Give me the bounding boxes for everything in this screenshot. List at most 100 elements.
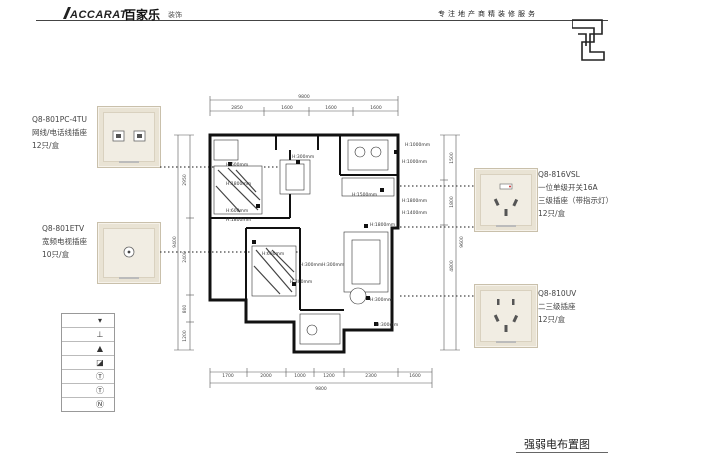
header-rule [36, 20, 608, 21]
svg-text:H:1800mm: H:1800mm [370, 222, 395, 228]
product-1-desc: 网线/电话线插座 [32, 128, 88, 137]
product-3-qty: 12只/盒 [538, 209, 566, 218]
dimension-labels: 9800 2850 1600 1600 1600 1700 2000 1000 … [172, 94, 465, 392]
socket-markers [228, 150, 398, 326]
svg-text:2400: 2400 [182, 251, 188, 263]
svg-text:H:1800mm: H:1800mm [402, 198, 427, 204]
svg-text:H:300mm: H:300mm [292, 154, 314, 160]
legend-table: ▾ ⊥ ▲ ◪ Ⓣ Ⓣ Ⓝ [61, 313, 115, 412]
product-4-qty: 12只/盒 [538, 315, 566, 324]
tv-socket-plate [97, 222, 161, 284]
legend-row: Ⓣ [62, 370, 114, 384]
product-1-model: Q8-801PC-4TU [32, 115, 88, 124]
svg-text:1700: 1700 [222, 373, 234, 379]
dim-top-total: 9800 [298, 94, 310, 100]
legend-row: ⊥ [62, 328, 114, 342]
socket-box-symbol-icon: ◪ [96, 358, 104, 367]
tv-symbol-icon: Ⓣ [96, 372, 104, 381]
product-3-model: Q8-816VSL [538, 170, 580, 179]
product-3-desc2: 三级插座（带指示灯） [538, 196, 613, 205]
svg-text:2000: 2000 [260, 373, 272, 379]
svg-text:1200: 1200 [182, 330, 188, 342]
brand-cn: 百家乐 [124, 8, 161, 22]
legend-row: ▾ [62, 314, 114, 328]
svg-text:1600: 1600 [325, 105, 337, 111]
svg-text:9800: 9800 [315, 386, 327, 392]
legend-row: ▲ [62, 342, 114, 356]
svg-text:1600: 1600 [409, 373, 421, 379]
drawing-title: 强弱电布置图 [524, 438, 590, 451]
switch-socket-icon [493, 183, 519, 216]
svg-text:H:1800mm: H:1800mm [226, 217, 251, 223]
product-2-qty: 10只/盒 [42, 250, 70, 259]
network-symbol-icon: Ⓝ [96, 400, 104, 409]
svg-text:2300: 2300 [365, 373, 377, 379]
dual-socket-plate [474, 284, 538, 348]
svg-text:2850: 2850 [231, 105, 243, 111]
legend-row: Ⓝ [62, 398, 114, 411]
svg-text:H:1000mm: H:1000mm [405, 142, 430, 148]
svg-text:1600: 1600 [370, 105, 382, 111]
slogan: 专注地产商精装修服务 [438, 10, 538, 18]
dimension-bottom [209, 368, 433, 388]
product-2-model: Q8-801ETV [42, 224, 85, 233]
height-labels: H:300mm H:1000mm H:1000mm H:1500mm H:140… [226, 142, 430, 328]
svg-text:1800: 1800 [449, 196, 455, 208]
svg-text:H:300mm: H:300mm [322, 262, 344, 268]
tv-socket-icon [123, 246, 135, 258]
svg-text:H:1400mm: H:1400mm [402, 210, 427, 216]
wardrobe-icon [213, 139, 239, 161]
svg-text:1500: 1500 [449, 152, 455, 164]
bathroom-fixture-icon [299, 313, 341, 345]
product-1-qty: 12只/盒 [32, 141, 60, 150]
dimension-top [209, 96, 399, 116]
data-phone-socket-plate [97, 106, 161, 168]
product-1-text: Q8-801PC-4TU 网线/电话线插座 12只/盒 [32, 113, 87, 152]
legend-row: Ⓣ [62, 384, 114, 398]
leader-lines [160, 166, 474, 297]
svg-text:H:600mm: H:600mm [262, 251, 284, 257]
socket-filled-symbol-icon: ▲ [96, 344, 104, 353]
tea-table-icon [349, 287, 367, 305]
data-phone-socket-icon [112, 130, 146, 142]
svg-text:H:300mm: H:300mm [300, 262, 322, 268]
brand-name: ACCARAT [70, 9, 128, 21]
dual-socket-icon [493, 299, 519, 332]
brand-sub: 装饰 [168, 12, 182, 19]
svg-text:H:1500mm: H:1500mm [352, 192, 377, 198]
title-underline [516, 452, 608, 453]
svg-text:4800: 4800 [449, 260, 455, 272]
logo-mark-icon [63, 7, 71, 19]
product-3-text: Q8-816VSL 一位单级开关16A 三级插座（带指示灯） 12只/盒 [538, 168, 613, 220]
svg-text:1000: 1000 [294, 373, 306, 379]
dimension-left [174, 134, 194, 351]
svg-text:H:300mm: H:300mm [370, 297, 392, 303]
switch-socket-plate [474, 168, 538, 232]
svg-text:1600: 1600 [281, 105, 293, 111]
furniture [213, 139, 395, 345]
product-4-text: Q8-810UV 二三级插座 12只/盒 [538, 287, 576, 326]
svg-text:H:300mm: H:300mm [376, 322, 398, 328]
svg-text:H:600mm: H:600mm [226, 208, 248, 214]
svg-text:H:300mm: H:300mm [290, 279, 312, 285]
svg-text:9400: 9400 [172, 236, 178, 248]
svg-text:800: 800 [182, 305, 188, 314]
product-3-desc: 一位单级开关16A [538, 183, 598, 192]
product-4-model: Q8-810UV [538, 289, 577, 298]
svg-text:2950: 2950 [182, 174, 188, 186]
svg-text:H:1000mm: H:1000mm [402, 159, 427, 165]
socket-symbol-icon: ▾ [97, 316, 102, 325]
dimension-right [440, 134, 460, 351]
switch-symbol-icon: ⊥ [96, 330, 104, 339]
svg-text:9600: 9600 [459, 236, 465, 248]
svg-text:H:600mm: H:600mm [226, 162, 248, 168]
svg-text:1200: 1200 [323, 373, 335, 379]
corner-ornament-icon [572, 19, 605, 61]
product-4-desc: 二三级插座 [538, 302, 576, 311]
product-2-desc: 宽频电视插座 [42, 237, 87, 246]
kitchen-icon [347, 139, 389, 171]
product-2-text: Q8-801ETV 宽频电视插座 10只/盒 [42, 222, 87, 261]
legend-row: ◪ [62, 356, 114, 370]
svg-text:H:1800mm: H:1800mm [226, 181, 251, 187]
